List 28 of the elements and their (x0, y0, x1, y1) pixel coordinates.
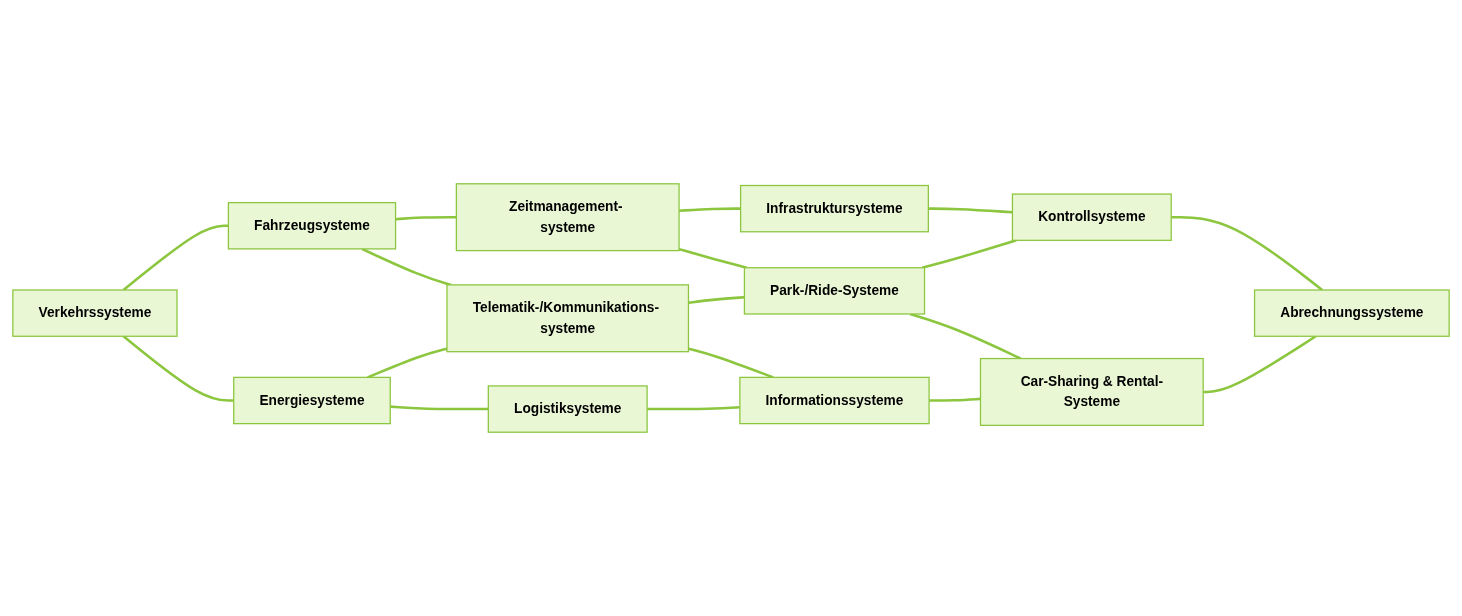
connector (361, 247, 452, 287)
node-box: Verkehrssysteme (12, 289, 178, 337)
connector (122, 335, 234, 402)
connector (928, 207, 1013, 214)
node-box: Car-Sharing & Rental-Systeme (979, 357, 1204, 426)
node-box: Logistiksysteme (487, 385, 648, 433)
connector (122, 224, 229, 291)
node-box: Kontrollsysteme (1011, 193, 1172, 241)
node-box: Park-/Ride-Systeme (743, 267, 926, 315)
node-box: Infrastruktursysteme (740, 184, 929, 233)
node-box: Zeitmanagement- systeme (455, 183, 680, 252)
connector (1203, 335, 1317, 394)
node-box: Energiesysteme (233, 376, 391, 425)
connector (679, 207, 741, 212)
connector (390, 405, 489, 411)
connector (367, 347, 448, 379)
connector (688, 347, 774, 379)
connector (688, 296, 745, 304)
connector (929, 397, 981, 402)
node-box: Informationssysteme (739, 376, 930, 425)
node-box: Fahrzeugsysteme (227, 202, 397, 250)
connector (395, 215, 457, 221)
connector (647, 405, 740, 411)
connector (921, 239, 1017, 269)
connector (1171, 215, 1323, 292)
node-box: Abrechnungssysteme (1253, 289, 1450, 337)
connector (678, 247, 747, 269)
node-box: Telematik-/Kommunikations- systeme (446, 284, 690, 353)
